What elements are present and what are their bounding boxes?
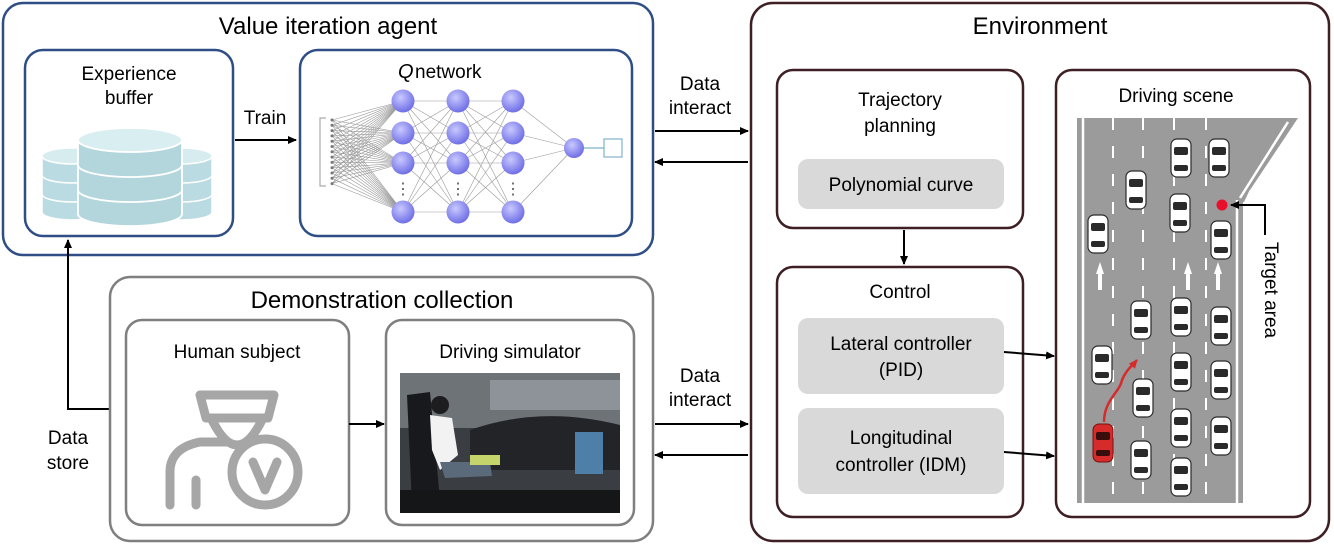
q-symbol: Q xyxy=(398,61,414,83)
control-box xyxy=(775,265,1025,519)
neuron xyxy=(501,151,525,175)
traffic-car-icon xyxy=(1091,345,1113,385)
top-interact-line1: Data xyxy=(680,74,721,95)
traffic-car-icon xyxy=(1170,138,1192,178)
target-arrow xyxy=(1230,201,1266,235)
agent-border xyxy=(1,1,655,257)
human-subject-box xyxy=(124,318,351,527)
data-store-line1: Data xyxy=(48,428,89,449)
neuron xyxy=(501,121,525,145)
q-network-box: Q network ⋮ ⋮ ⋮ xyxy=(298,48,634,238)
trajectory-planning-box xyxy=(775,68,1025,230)
ego-car-icon xyxy=(1092,423,1114,463)
planned-trajectory-arrow xyxy=(1102,359,1138,423)
neuron xyxy=(501,200,525,224)
agent-title: Value iteration agent xyxy=(219,13,438,40)
longitudinal-line2: controller (IDM) xyxy=(836,455,967,476)
q-network-title: network xyxy=(415,62,482,83)
demo-title: Demonstration collection xyxy=(251,287,514,314)
polynomial-curve-label: Polynomial curve xyxy=(829,175,974,196)
traffic-car-icon xyxy=(1169,193,1191,233)
traffic-car-icon xyxy=(1170,408,1192,448)
neuron xyxy=(446,89,470,113)
bottom-interact-line1: Data xyxy=(680,366,721,387)
neuron xyxy=(446,200,470,224)
traffic-car-icon xyxy=(1210,220,1232,260)
traffic-car-icon xyxy=(1125,170,1147,210)
q-output-box xyxy=(603,138,623,158)
traffic-car-icon xyxy=(1210,416,1232,456)
longitudinal-line1: Longitudinal xyxy=(850,428,952,449)
human-subject-title: Human subject xyxy=(174,342,301,363)
traffic-car-icon xyxy=(1208,138,1230,178)
traffic-car-icon xyxy=(1170,352,1192,392)
experience-buffer-box: Experience buffer xyxy=(23,48,235,238)
traffic-cars xyxy=(1087,138,1232,497)
data-store-line2: store xyxy=(47,453,89,474)
demonstration-collection-panel: Demonstration collection Human subject D… xyxy=(108,275,655,543)
buffer-border xyxy=(23,48,235,238)
traffic-car-icon xyxy=(1170,457,1192,497)
traffic-car-icon xyxy=(1130,300,1152,340)
target-area-label: Target area xyxy=(1260,242,1281,339)
neuron xyxy=(446,121,470,145)
driving-simulator-title: Driving simulator xyxy=(439,342,581,363)
target-point xyxy=(1216,199,1228,211)
traffic-car-icon xyxy=(1210,360,1232,400)
longitudinal-to-scene-arrow xyxy=(1003,451,1055,460)
simulator-photo xyxy=(400,373,620,513)
road-scene xyxy=(1077,118,1298,503)
lateral-to-scene-arrow xyxy=(1003,351,1055,360)
environment-border xyxy=(749,1,1331,543)
value-iteration-agent-panel: Value iteration agent Experience buffer xyxy=(1,1,655,257)
lateral-line1: Lateral controller xyxy=(830,334,972,355)
environment-title: Environment xyxy=(973,13,1108,40)
q-network-border xyxy=(298,48,634,238)
buffer-title-line1: Experience xyxy=(81,64,176,85)
traffic-car-icon xyxy=(1170,297,1192,337)
neuron xyxy=(501,89,525,113)
traffic-car-icon xyxy=(1130,440,1152,480)
control-title: Control xyxy=(869,282,930,303)
person-check-icon xyxy=(165,390,303,510)
trajectory-title-line1: Trajectory xyxy=(858,90,942,111)
top-interact-line2: interact xyxy=(669,98,732,119)
buffer-title-line2: buffer xyxy=(105,88,154,109)
svg-text:⋮: ⋮ xyxy=(505,181,521,198)
neural-network-icon: ⋮ ⋮ ⋮ xyxy=(319,89,623,224)
svg-text:⋮: ⋮ xyxy=(395,181,411,198)
neuron xyxy=(391,121,415,145)
lateral-line2: (PID) xyxy=(879,360,923,381)
trajectory-title-line2: planning xyxy=(864,116,936,137)
driving-scene-title: Driving scene xyxy=(1118,86,1233,107)
bottom-interact-line2: interact xyxy=(669,390,732,411)
polynomial-curve-box xyxy=(798,159,1004,209)
traffic-car-icon xyxy=(1210,306,1232,346)
traffic-car-icon xyxy=(1132,378,1154,418)
neuron xyxy=(391,200,415,224)
driving-simulator-box xyxy=(384,318,636,527)
output-neuron xyxy=(564,138,584,158)
longitudinal-controller-box xyxy=(798,408,1004,494)
lateral-controller-box xyxy=(798,318,1004,394)
database-icon xyxy=(41,127,213,227)
neuron xyxy=(391,151,415,175)
lane-arrow-icons xyxy=(1096,262,1222,290)
environment-panel: Environment Trajectory planning Polynomi… xyxy=(749,1,1331,543)
svg-text:⋮: ⋮ xyxy=(450,181,466,198)
train-label: Train xyxy=(244,108,287,129)
data-store-arrow xyxy=(64,239,110,410)
driving-scene-box xyxy=(1054,68,1312,519)
traffic-car-icon xyxy=(1087,214,1109,254)
neuron xyxy=(391,89,415,113)
demo-border xyxy=(108,275,655,543)
neuron xyxy=(446,151,470,175)
